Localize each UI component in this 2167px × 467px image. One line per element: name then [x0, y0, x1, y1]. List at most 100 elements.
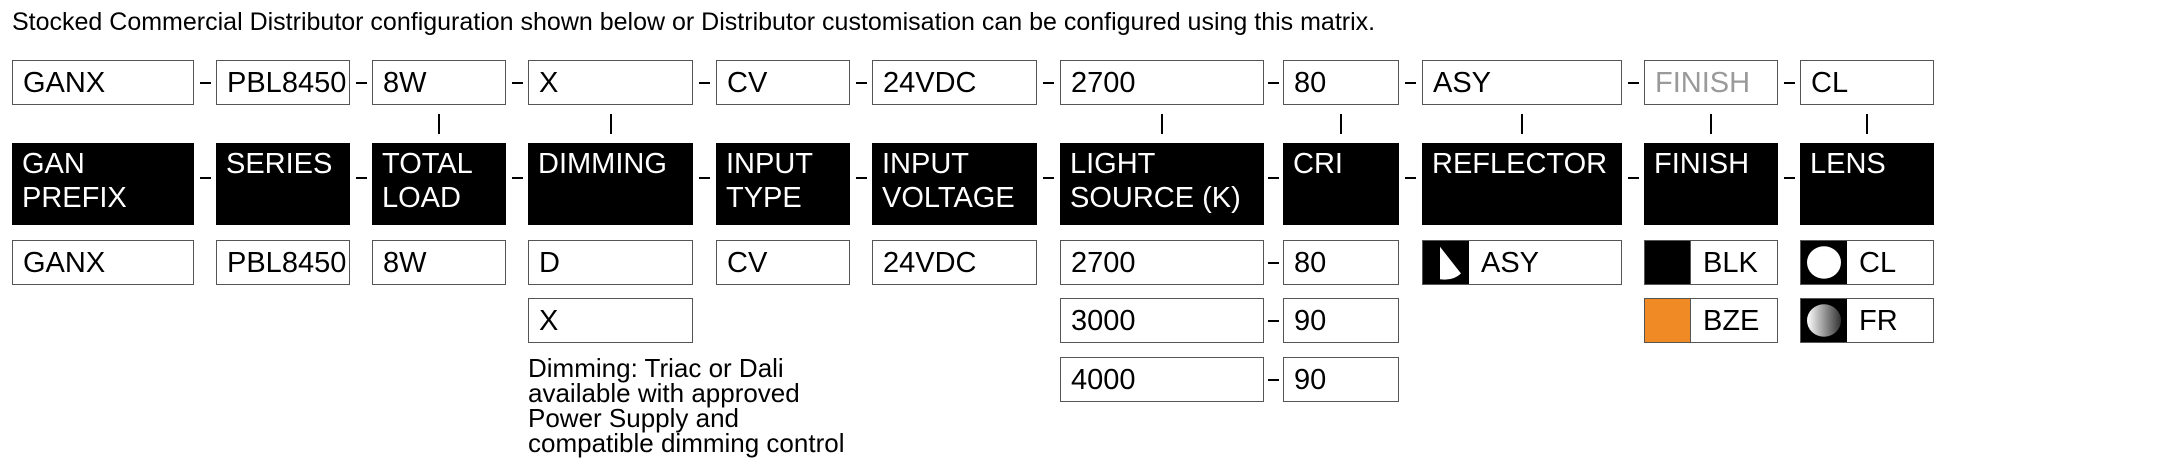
header-series: SERIES [216, 143, 350, 225]
code-value: 24VDC [883, 67, 977, 99]
connector-line [1161, 114, 1163, 134]
header-line: GAN [22, 148, 85, 180]
header-line: LIGHT [1070, 148, 1156, 180]
separator-dash [511, 177, 523, 179]
option-label: BZE [1703, 305, 1760, 337]
option-label: 90 [1294, 305, 1327, 337]
separator-dash [199, 177, 211, 179]
header-dimming: DIMMING [528, 143, 693, 225]
option-label: 4000 [1071, 364, 1136, 396]
option-reflector[interactable]: ASY [1422, 240, 1622, 285]
code-value: X [539, 67, 559, 99]
header-line: LENS [1810, 148, 1886, 180]
option-gan-prefix[interactable]: GANX [12, 240, 194, 285]
connector-line [438, 114, 440, 134]
option-input-voltage[interactable]: 24VDC [872, 240, 1037, 285]
code-field-light-source[interactable]: 2700 [1060, 60, 1264, 105]
header-line: INPUT [726, 148, 813, 180]
separator-dash [1268, 177, 1279, 179]
code-field-reflector[interactable]: ASY [1422, 60, 1622, 105]
connector-line [609, 114, 612, 134]
separator-dash [1783, 82, 1795, 84]
finish-swatch [1645, 241, 1691, 284]
option-label: D [539, 247, 560, 279]
header-line: DIMMING [538, 148, 667, 180]
code-field-gan-prefix[interactable]: GANX [12, 60, 194, 105]
option-label: 90 [1294, 364, 1327, 396]
separator-dash [199, 82, 211, 84]
option-cri[interactable]: 90 [1283, 357, 1399, 402]
option-label: CL [1859, 247, 1897, 279]
frosted-lens-icon [1801, 299, 1847, 342]
code-field-input-voltage[interactable]: 24VDC [872, 60, 1037, 105]
separator-dash [1783, 177, 1795, 179]
separator-dash [855, 177, 867, 179]
connector-line [1710, 114, 1712, 134]
header-line: PREFIX [22, 182, 127, 214]
option-dimming[interactable]: D [528, 240, 693, 285]
dimming-note-line: Dimming: Triac or Dali [528, 353, 784, 383]
connector-line [1521, 114, 1523, 134]
separator-dash [511, 82, 523, 84]
option-input-type[interactable]: CV [716, 240, 850, 285]
option-label: ASY [1481, 247, 1540, 279]
code-value: 8W [383, 67, 427, 99]
header-line: TYPE [726, 182, 802, 214]
header-line: SOURCE (K) [1070, 182, 1241, 214]
code-value: FINISH [1655, 67, 1751, 99]
code-field-dimming[interactable]: X [528, 60, 693, 105]
separator-dash [1627, 82, 1639, 84]
header-line: CRI [1293, 148, 1343, 180]
option-light-source[interactable]: 2700 [1060, 240, 1264, 285]
option-label: PBL8450 [227, 247, 347, 279]
code-value: 80 [1294, 67, 1327, 99]
separator-dash [1043, 177, 1054, 179]
option-finish[interactable]: BZE [1644, 298, 1778, 343]
header-lens: LENS [1800, 143, 1934, 225]
option-cri[interactable]: 80 [1283, 240, 1399, 285]
option-series[interactable]: PBL8450 [216, 240, 350, 285]
separator-dash [855, 82, 867, 84]
code-field-input-type[interactable]: CV [716, 60, 850, 105]
code-field-total-load[interactable]: 8W [372, 60, 506, 105]
option-finish[interactable]: BLK [1644, 240, 1778, 285]
option-label: 8W [383, 247, 427, 279]
separator-dash [1268, 262, 1279, 264]
code-field-series[interactable]: PBL8450 [216, 60, 350, 105]
separator-dash [1268, 379, 1279, 381]
header-line: FINISH [1654, 148, 1750, 180]
separator-dash [1405, 177, 1416, 179]
clear-lens-icon [1801, 241, 1847, 284]
option-label: 3000 [1071, 305, 1136, 337]
header-line: VOLTAGE [882, 182, 1015, 214]
option-lens[interactable]: CL [1800, 240, 1934, 285]
header-cri: CRI [1283, 143, 1399, 225]
code-value: GANX [23, 67, 106, 99]
separator-dash [699, 177, 710, 179]
option-total-load[interactable]: 8W [372, 240, 506, 285]
separator-dash [1405, 82, 1416, 84]
header-line: SERIES [226, 148, 333, 180]
code-field-lens[interactable]: CL [1800, 60, 1934, 105]
header-reflector: REFLECTOR [1422, 143, 1622, 225]
option-label: GANX [23, 247, 106, 279]
code-field-cri[interactable]: 80 [1283, 60, 1399, 105]
option-label: 24VDC [883, 247, 977, 279]
code-field-finish[interactable]: FINISH [1644, 60, 1778, 105]
option-lens[interactable]: FR [1800, 298, 1934, 343]
option-label: FR [1859, 305, 1898, 337]
option-label: 80 [1294, 247, 1327, 279]
option-dimming[interactable]: X [528, 298, 693, 343]
connector-line [1340, 114, 1342, 134]
separator-dash [699, 82, 710, 84]
option-light-source[interactable]: 4000 [1060, 357, 1264, 402]
header-line: REFLECTOR [1432, 148, 1608, 180]
option-light-source[interactable]: 3000 [1060, 298, 1264, 343]
option-cri[interactable]: 90 [1283, 298, 1399, 343]
separator-dash [355, 82, 367, 84]
